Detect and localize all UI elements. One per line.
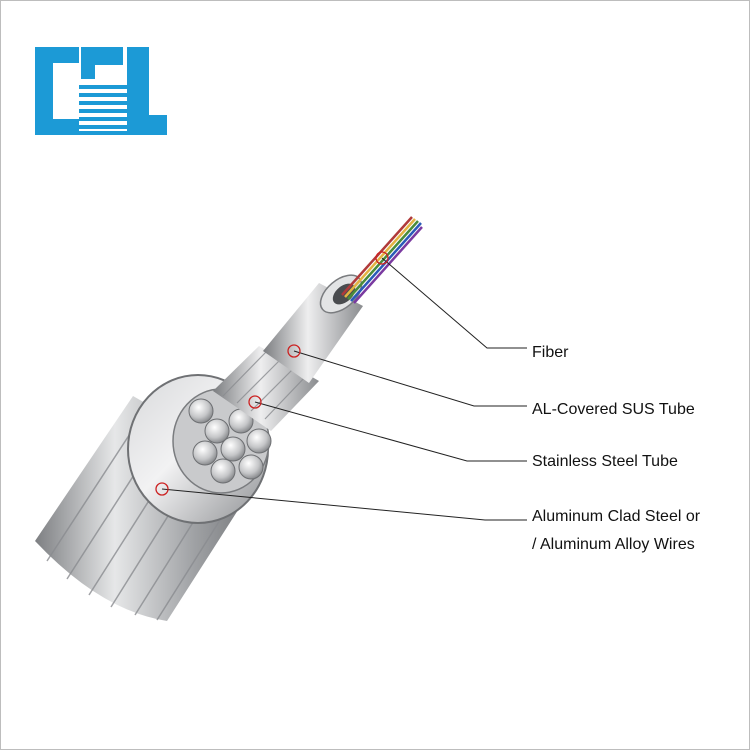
- al-tube-marker: [287, 344, 301, 358]
- callout-al-covered-sus-tube: AL-Covered SUS Tube: [532, 401, 695, 418]
- fiber-marker: [375, 251, 389, 265]
- callout-stainless-steel-tube: Stainless Steel Tube: [532, 453, 678, 470]
- company-logo: [35, 47, 167, 135]
- callout-wires-line-2: / Aluminum Alloy Wires: [532, 536, 695, 553]
- wires-marker: [155, 482, 169, 496]
- steel-tube-marker: [248, 395, 262, 409]
- callout-wires-line-1: Aluminum Clad Steel or: [532, 508, 701, 525]
- callout-fiber: Fiber: [532, 344, 569, 361]
